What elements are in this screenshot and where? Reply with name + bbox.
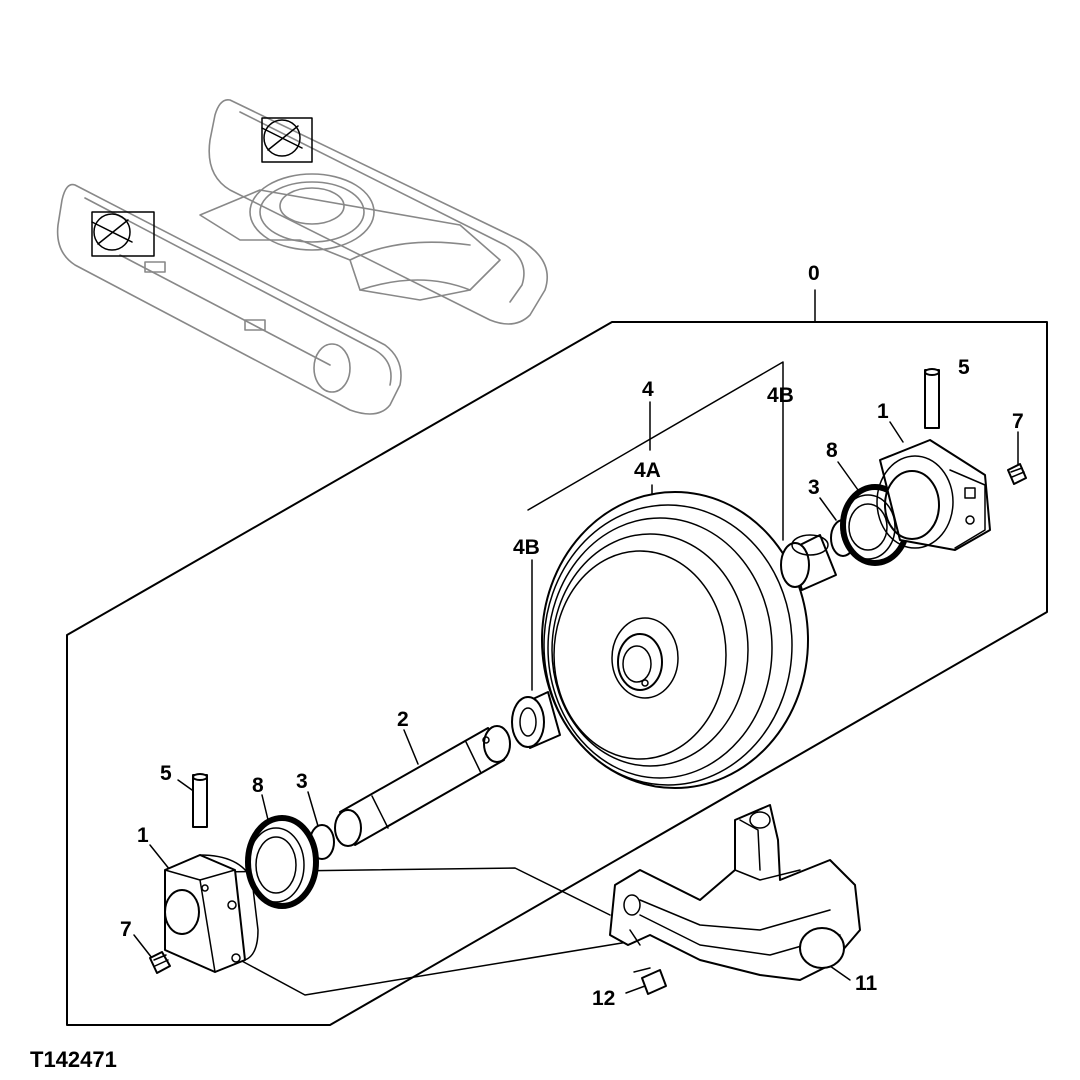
undercarriage-overview: [56, 98, 549, 415]
seal-left: [245, 815, 319, 909]
callout-11: 11: [855, 972, 878, 995]
shaft: [334, 725, 511, 847]
callout-4b-left: 4B: [513, 536, 540, 559]
tension-yoke: [609, 804, 861, 981]
callout-4b-right: 4B: [767, 384, 794, 407]
callout-8-left: 8: [252, 774, 264, 797]
callout-3-left: 3: [296, 770, 308, 793]
callout-3-right: 3: [808, 476, 820, 499]
pin-right: [924, 368, 940, 429]
set-screw-right: [1007, 463, 1027, 485]
figure-id: T142471: [30, 1047, 117, 1072]
callout-4: 4: [642, 378, 654, 401]
callout-5-right: 5: [958, 356, 970, 379]
bracket-left: [164, 854, 259, 973]
callout-7-right: 7: [1012, 410, 1024, 433]
callout-1-right: 1: [877, 400, 889, 423]
callout-2: 2: [397, 708, 409, 731]
bushing-left: [511, 691, 561, 749]
callout-7-left: 7: [120, 918, 132, 941]
bushing-right: [780, 534, 837, 591]
bracket-right: [876, 439, 991, 551]
leader-lines: [133, 361, 1019, 996]
callout-8-right: 8: [826, 439, 838, 462]
group-outline: [66, 321, 1048, 1026]
set-screw-left: [149, 951, 171, 974]
pin-left: [192, 773, 208, 828]
callout-0: 0: [808, 262, 820, 285]
callout-1-left: 1: [137, 824, 149, 847]
callout-4a: 4A: [634, 459, 661, 482]
idler-wheel: [541, 491, 809, 789]
bolt: [633, 967, 667, 995]
callout-12: 12: [592, 987, 615, 1010]
callout-5-left: 5: [160, 762, 172, 785]
